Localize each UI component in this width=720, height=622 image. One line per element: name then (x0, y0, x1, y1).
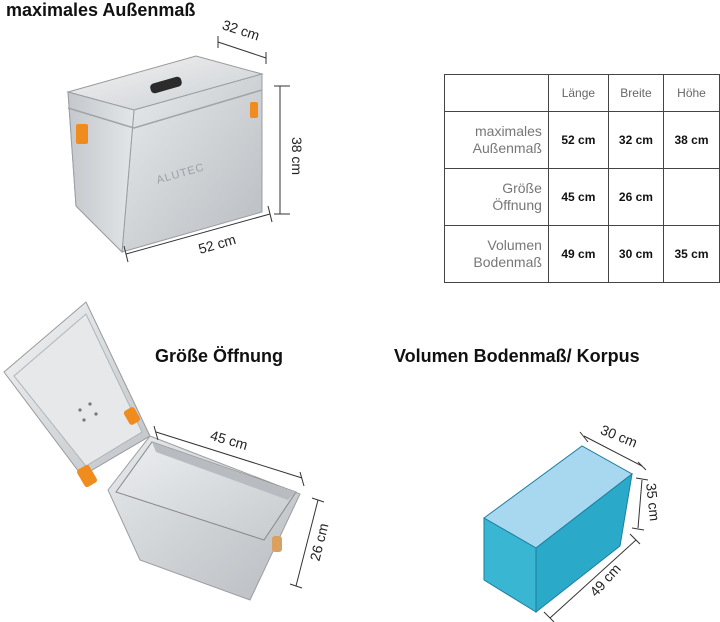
table-cell: 32 cm (607, 111, 665, 169)
heading-opening-size: Größe Öffnung (155, 346, 283, 366)
table-cell: 35 cm (663, 225, 720, 283)
heading-outer-dimensions: maximales Außenmaß (6, 0, 196, 20)
table-cell: 38 cm (663, 111, 720, 169)
latch-icon (76, 124, 88, 144)
heading-volume: Volumen Bodenmaß/ Korpus (394, 346, 640, 366)
table-cell: 30 cm (607, 225, 665, 283)
column-header-width: Breite (607, 74, 665, 112)
column-header-height: Höhe (663, 74, 720, 112)
table-cell: 45 cm (547, 168, 609, 226)
column-header-length: Länge (547, 74, 609, 112)
